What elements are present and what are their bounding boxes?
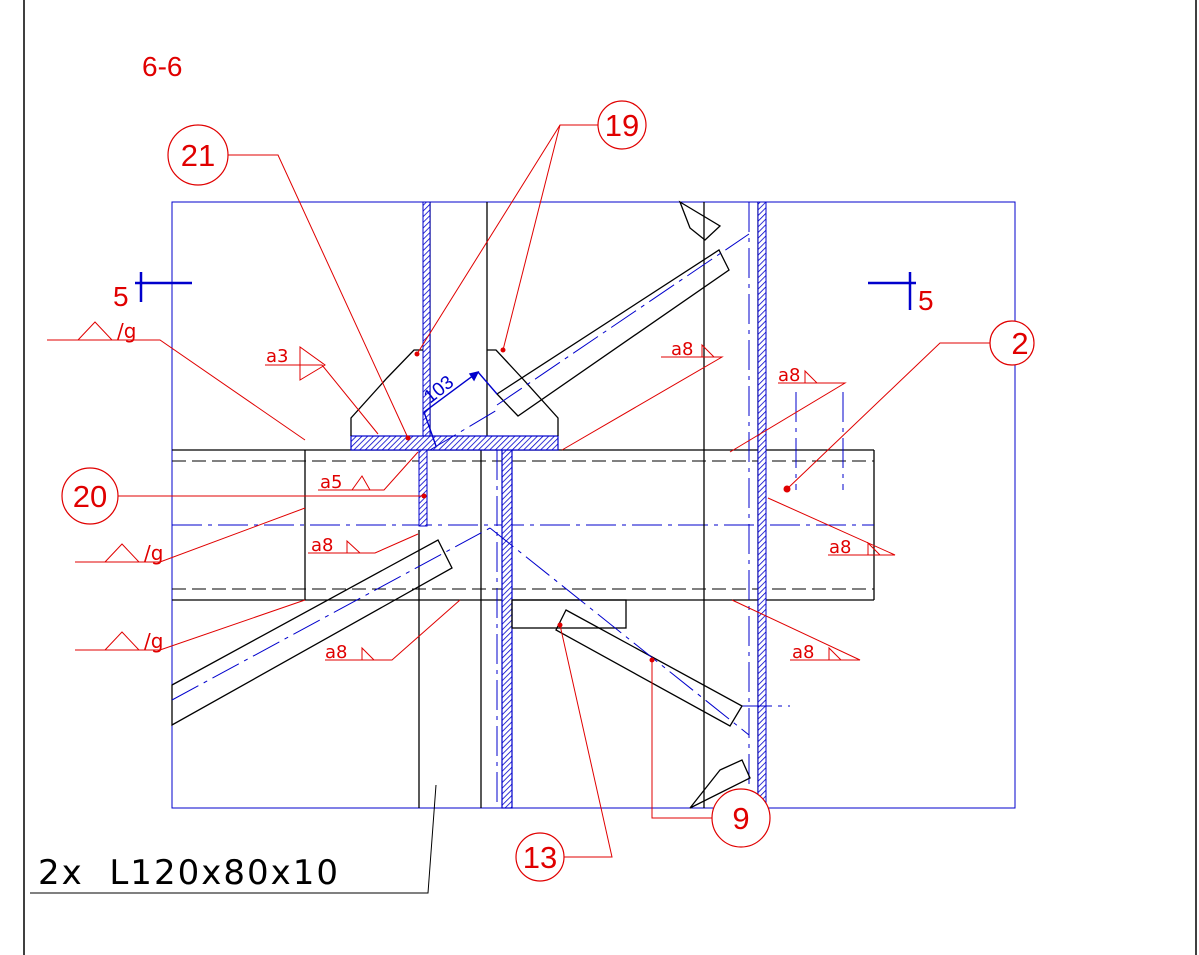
- weld-label-a8-bottom-right: a8: [792, 642, 814, 663]
- right-column-axis: [742, 202, 844, 808]
- section-mark-right: [868, 272, 916, 310]
- weld-label-a8-mid-left: a8: [311, 535, 333, 556]
- base-plate: [350, 435, 559, 451]
- gusset-stiffeners: [350, 349, 559, 436]
- weld-label-a5: a5: [320, 472, 342, 493]
- section-boundary: [171, 201, 1016, 809]
- weld-label-a3: a3: [266, 346, 288, 367]
- diagonal-braces: [171, 200, 751, 809]
- weld-label-g3: /g: [144, 629, 163, 653]
- part-number-19: 19: [605, 108, 639, 143]
- weld-label-g1: /g: [117, 319, 136, 343]
- sheet-border: [23, 0, 1197, 955]
- section-mark-left: [135, 272, 192, 302]
- profile-leader: [30, 784, 437, 894]
- part-circles: [61, 100, 1035, 882]
- section-title: 6-6: [142, 51, 182, 82]
- right-column: [703, 202, 759, 808]
- leader-dots: [405, 347, 791, 663]
- weld-label-a8-bottom-mid: a8: [325, 642, 347, 663]
- part-number-21: 21: [181, 138, 215, 173]
- weld-label-a8-top-mid: a8: [671, 339, 693, 360]
- weld-label-a8-top-right: a8: [778, 365, 800, 386]
- weld-label-g2: /g: [144, 541, 163, 565]
- clip-plate: [511, 599, 627, 629]
- section-mark-right-label: 5: [918, 285, 934, 316]
- right-column-web: [757, 201, 767, 809]
- beam-hidden-lines: [172, 460, 874, 590]
- part-number-13: 13: [523, 840, 557, 875]
- dimension-line: [423, 370, 498, 447]
- section-mark-left-label: 5: [113, 281, 129, 312]
- weld-symbols: [77, 321, 881, 661]
- vertical-member-lower-web: [501, 449, 513, 809]
- part-number-20: 20: [73, 479, 107, 514]
- profile-note: 2x L120x80x10: [38, 853, 340, 893]
- part-number-2: 2: [1011, 326, 1028, 361]
- weld-label-a8-right: a8: [829, 537, 851, 558]
- vertical-member-lower: [418, 450, 482, 808]
- leader-lines: [47, 124, 990, 858]
- part-number-9: 9: [732, 801, 749, 836]
- connector-plate: [418, 449, 428, 527]
- brace-axes: [171, 233, 750, 736]
